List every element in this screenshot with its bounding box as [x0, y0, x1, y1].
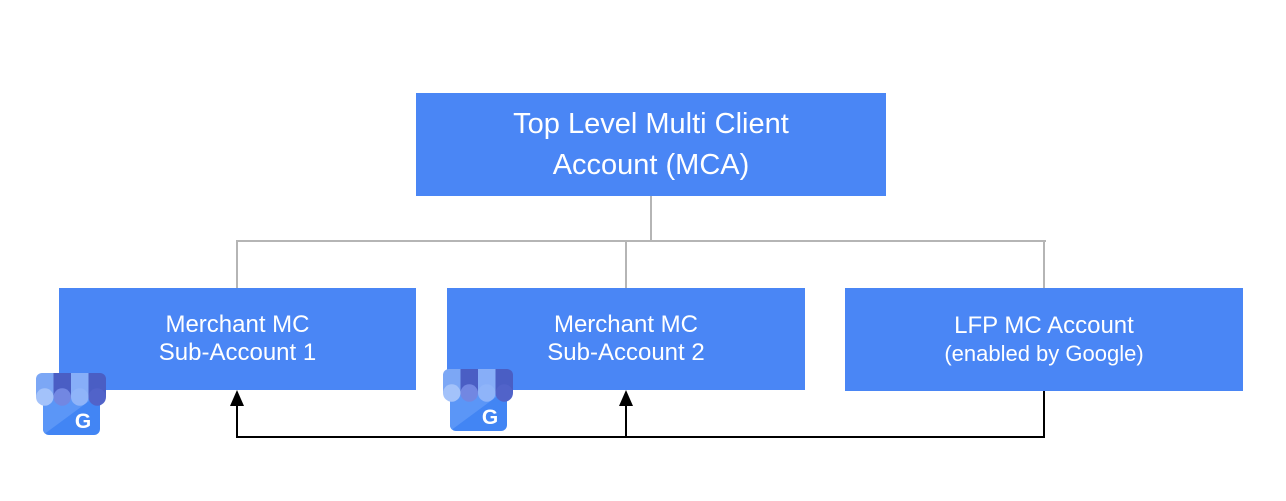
- node-lfp-mc-account: LFP MC Account (enabled by Google): [845, 288, 1243, 391]
- node-lfp-line2: (enabled by Google): [944, 340, 1144, 366]
- flow-connector-lfp-down-vertical: [1043, 391, 1045, 437]
- flow-connector-sub2-stem: [625, 404, 627, 437]
- arrowhead-up-sub2-icon: [619, 390, 633, 406]
- arrowhead-up-sub1-icon: [230, 390, 244, 406]
- flow-connector-horizontal: [236, 436, 1045, 438]
- node-sub1-line2: Sub-Account 1: [158, 339, 317, 366]
- hierarchy-connector-sub1-vertical: [236, 240, 238, 288]
- node-top-level-mca-line2: Account (MCA): [552, 148, 750, 181]
- hierarchy-connector-sub2-vertical: [625, 240, 627, 288]
- node-lfp-line1: LFP MC Account: [954, 311, 1134, 339]
- node-merchant-sub-account-1: Merchant MC Sub-Account 1: [59, 288, 416, 390]
- node-sub2-line1: Merchant MC: [553, 311, 699, 338]
- hierarchy-connector-top-vertical: [650, 196, 652, 242]
- google-my-business-icon: [442, 365, 514, 433]
- node-sub1-line1: Merchant MC: [165, 311, 310, 338]
- node-sub2-line2: Sub-Account 2: [547, 339, 705, 366]
- hierarchy-connector-lfp-vertical: [1043, 240, 1045, 288]
- hierarchy-connector-horizontal: [236, 240, 1046, 242]
- flow-connector-sub1-stem: [236, 404, 238, 437]
- node-top-level-mca-line1: Top Level Multi Client: [513, 107, 789, 140]
- node-top-level-mca: Top Level Multi Client Account (MCA): [416, 93, 886, 196]
- google-my-business-icon: [35, 369, 107, 437]
